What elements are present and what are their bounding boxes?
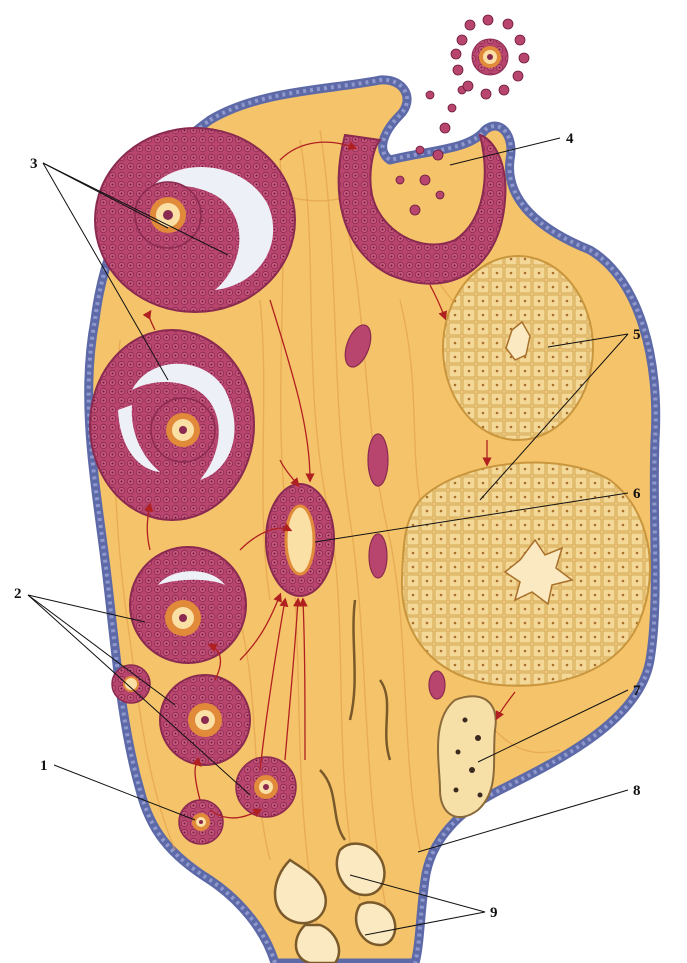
atretic-follicle bbox=[266, 484, 334, 596]
secondary-follicle-medium bbox=[160, 675, 250, 765]
label-6: 6 bbox=[633, 486, 641, 502]
label-7: 7 bbox=[633, 683, 641, 699]
corpus-luteum-upper bbox=[443, 256, 593, 440]
label-3: 3 bbox=[30, 156, 38, 172]
primordial-follicle bbox=[179, 800, 223, 844]
antral-follicle-lower bbox=[90, 330, 254, 520]
label-4: 4 bbox=[566, 131, 574, 147]
antral-follicle-upper bbox=[95, 128, 295, 312]
corpus-luteum-lower bbox=[402, 463, 650, 686]
secondary-follicle-small bbox=[112, 665, 150, 703]
label-1: 1 bbox=[40, 758, 48, 774]
label-9: 9 bbox=[490, 905, 498, 921]
corpus-albicans bbox=[438, 696, 496, 817]
secondary-follicle-lower bbox=[236, 757, 296, 817]
secondary-follicle-large bbox=[130, 547, 246, 663]
released-oocyte bbox=[451, 15, 529, 99]
label-8: 8 bbox=[633, 783, 641, 799]
label-5: 5 bbox=[633, 327, 641, 343]
label-2: 2 bbox=[14, 586, 22, 602]
